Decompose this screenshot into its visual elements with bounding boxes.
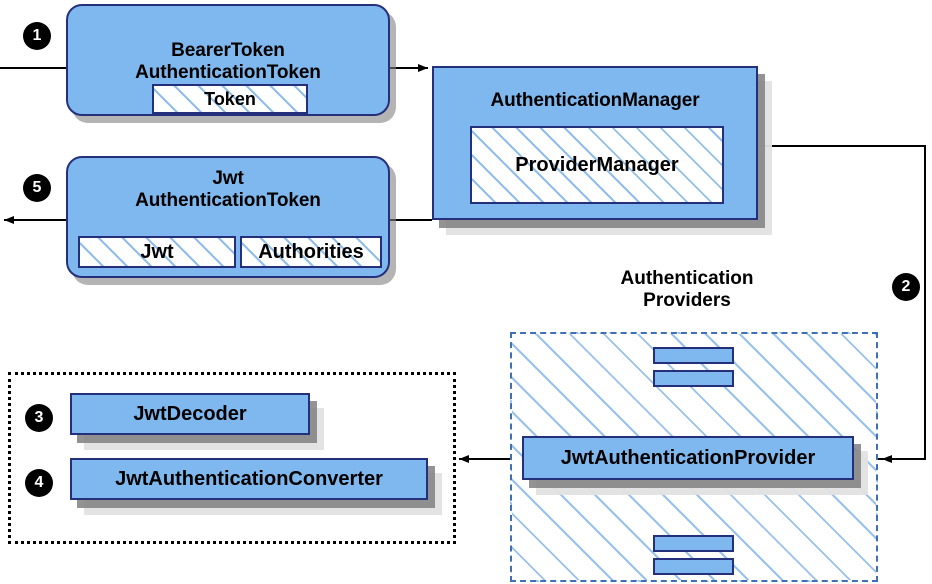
marker-3: 3: [26, 405, 52, 431]
marker-3-label: 3: [34, 409, 44, 426]
marker-4: 4: [26, 470, 52, 496]
marker-2: 2: [893, 274, 919, 300]
marker-2-label: 2: [901, 278, 911, 295]
node-authentication-manager-title: AuthenticationManager: [490, 90, 700, 111]
node-bearer-token-title: BearerToken AuthenticationToken: [135, 39, 321, 83]
provider-slab-bottom-1: [653, 535, 734, 552]
inner-box-jwt-label: Jwt: [140, 240, 174, 263]
node-jwt-authentication-token-title: Jwt AuthenticationToken: [135, 168, 321, 212]
node-jwt-authentication-converter[interactable]: JwtAuthenticationConverter: [70, 458, 428, 500]
node-jwt-authentication-provider[interactable]: JwtAuthenticationProvider: [522, 436, 854, 480]
inner-box-authorities-label: Authorities: [258, 240, 364, 263]
authentication-providers-label: Authentication Providers: [620, 268, 754, 312]
node-jwt-decoder-label: JwtDecoder: [133, 402, 247, 425]
node-jwt-authentication-converter-label: JwtAuthenticationConverter: [115, 467, 383, 490]
node-bearer-token-authentication-token[interactable]: BearerToken AuthenticationToken Token: [66, 4, 390, 116]
marker-1-label: 1: [32, 27, 42, 44]
provider-slab-bottom-2: [653, 558, 734, 575]
inner-box-jwt: Jwt: [78, 236, 236, 268]
inner-box-token-label: Token: [204, 88, 256, 109]
node-jwt-authentication-provider-label: JwtAuthenticationProvider: [560, 446, 816, 469]
marker-4-label: 4: [34, 474, 44, 491]
inner-box-provider-manager: ProviderManager: [470, 126, 724, 204]
provider-slab-top-1: [653, 347, 734, 364]
node-authentication-manager[interactable]: AuthenticationManager ProviderManager: [432, 66, 758, 220]
provider-slab-top-2: [653, 370, 734, 387]
node-jwt-authentication-token[interactable]: Jwt AuthenticationToken Jwt Authorities: [66, 156, 390, 278]
marker-5-label: 5: [32, 179, 42, 196]
zone-jwt-support: [8, 372, 456, 544]
inner-box-authorities: Authorities: [240, 236, 382, 268]
inner-box-provider-manager-label: ProviderManager: [515, 153, 679, 176]
inner-box-token: Token: [152, 84, 308, 114]
node-jwt-decoder[interactable]: JwtDecoder: [70, 393, 310, 435]
marker-5: 5: [24, 175, 50, 201]
marker-1: 1: [24, 23, 50, 49]
